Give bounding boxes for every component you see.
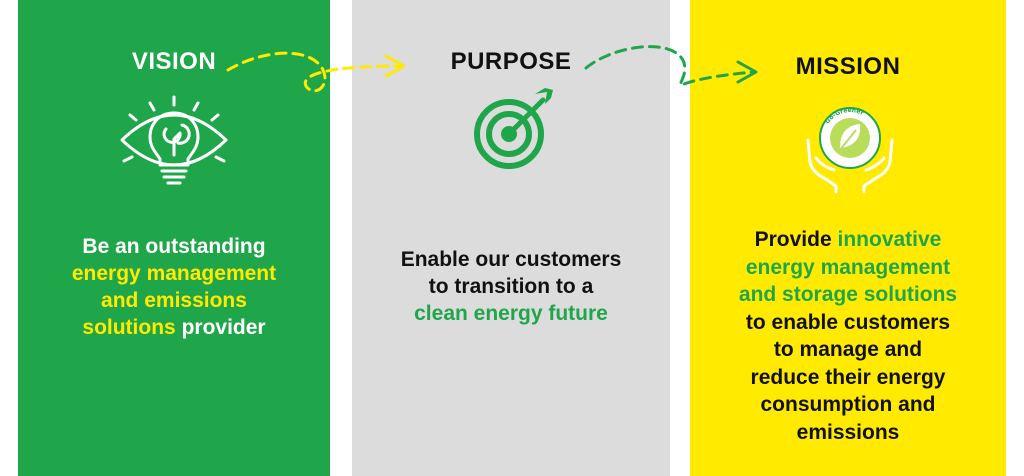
- purpose-title: PURPOSE: [450, 48, 572, 75]
- mission-title: MISSION: [795, 53, 901, 80]
- mission-statement: Provide innovative energy management and…: [700, 226, 996, 446]
- mission-line: reduce their energy: [750, 365, 946, 389]
- vision-statement: Be an outstanding energy management and …: [28, 233, 320, 341]
- mission-line: consumption and: [760, 393, 936, 416]
- mission-highlight: and storage solutions: [738, 283, 958, 306]
- purpose-panel: PURPOSE Enable our customers to transiti…: [352, 0, 670, 476]
- vision-highlight: solutions: [82, 316, 176, 339]
- mission-line-start: Provide: [754, 228, 838, 251]
- mission-panel: MISSION Go-Greener Provide innovative en…: [690, 0, 1006, 476]
- vision-title: VISION: [131, 48, 217, 75]
- mission-highlight: innovative: [837, 228, 942, 251]
- mission-highlight: energy management: [745, 255, 951, 279]
- mission-line: emissions: [796, 420, 900, 444]
- target-arrow-icon: [474, 88, 553, 169]
- mission-line: Provide innovative: [700, 226, 996, 254]
- vision-line: solutions provider: [28, 314, 320, 341]
- hands-leaf-icon: Go-Greener: [806, 107, 894, 194]
- vision-line-end: provider: [175, 316, 266, 339]
- purpose-highlight: clean energy future: [414, 302, 608, 325]
- purpose-line: Enable our customers: [400, 248, 622, 271]
- lightbulb-eye-icon: [120, 95, 228, 185]
- purpose-line: to transition to a: [428, 275, 594, 298]
- vision-panel: VISION Be an outstanding energy manageme…: [18, 0, 330, 476]
- vision-highlight: and emissions: [101, 289, 247, 312]
- mission-line: to manage and: [773, 338, 923, 361]
- vision-highlight: energy management: [71, 262, 277, 285]
- vision-line: Be an outstanding: [82, 235, 266, 258]
- purpose-statement: Enable our customers to transition to a …: [362, 246, 660, 327]
- mission-line: to enable customers: [745, 310, 951, 334]
